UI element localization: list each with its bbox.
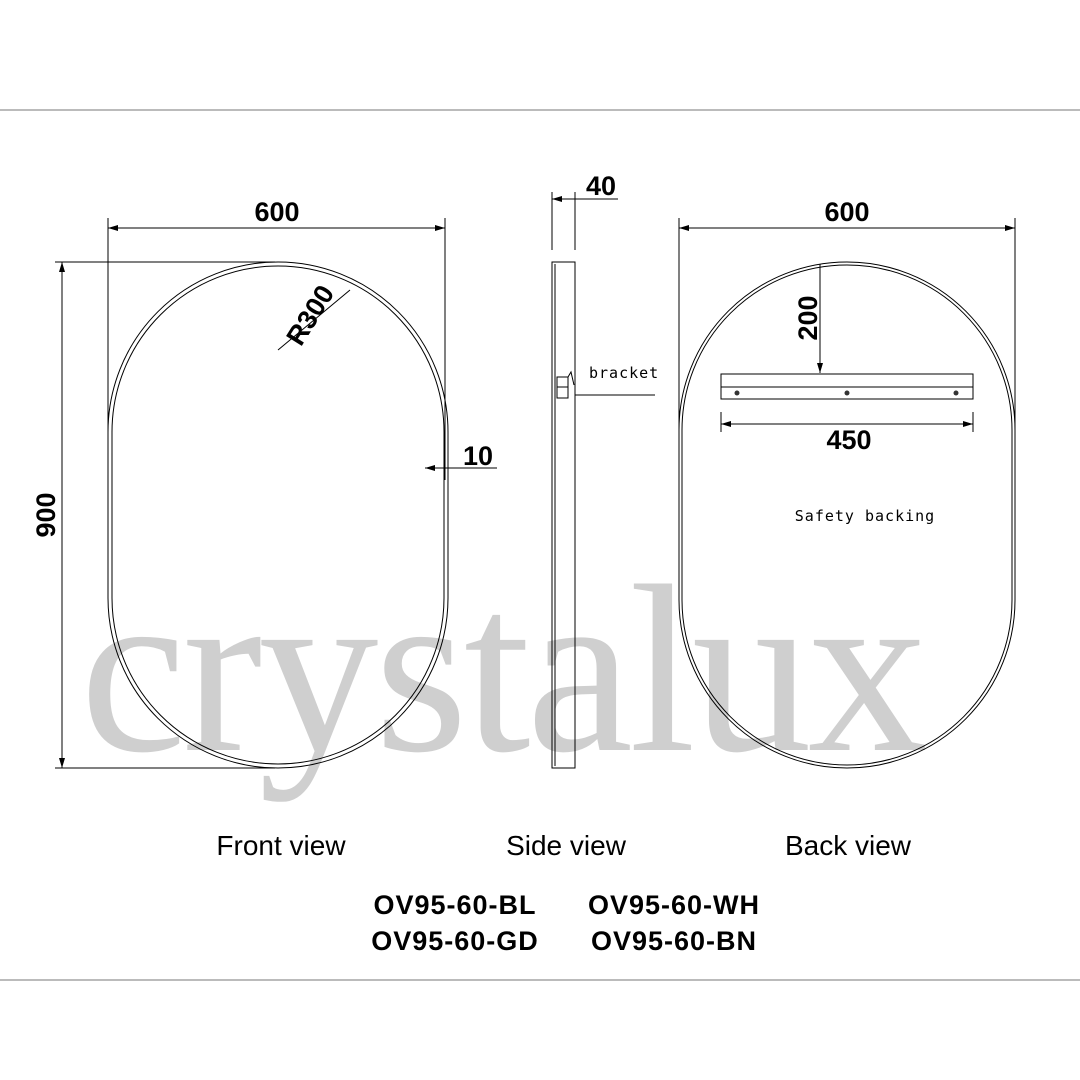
model-code: OV95-60-WH bbox=[588, 890, 760, 920]
side-view-caption: Side view bbox=[506, 830, 627, 861]
back-outer-frame bbox=[678, 261, 1016, 769]
frame-width-label: 10 bbox=[463, 441, 493, 471]
back-width-label: 600 bbox=[824, 197, 869, 227]
screw-icon bbox=[844, 390, 850, 396]
back-view: 600 200 450 Safety backing bbox=[678, 197, 1016, 769]
back-view-caption: Back view bbox=[785, 830, 912, 861]
model-code: OV95-60-BN bbox=[591, 926, 757, 956]
bracket-label: bracket bbox=[589, 364, 659, 382]
side-view: 40 bracket bbox=[551, 171, 659, 769]
screw-icon bbox=[734, 390, 740, 396]
screw-icon bbox=[953, 390, 959, 396]
bracket-length-label: 450 bbox=[826, 425, 871, 455]
model-code: OV95-60-GD bbox=[371, 926, 539, 956]
bracket-offset-label: 200 bbox=[793, 295, 823, 340]
watermark: crystalux bbox=[80, 536, 926, 802]
back-inner-frame bbox=[681, 264, 1013, 766]
front-height-label: 900 bbox=[31, 492, 61, 537]
front-view-caption: Front view bbox=[216, 830, 346, 861]
side-profile bbox=[551, 261, 576, 769]
depth-label: 40 bbox=[586, 171, 616, 201]
front-width-label: 600 bbox=[254, 197, 299, 227]
safety-backing-label: Safety backing bbox=[795, 507, 935, 525]
front-inner-frame bbox=[111, 265, 445, 765]
model-code: OV95-60-BL bbox=[373, 890, 536, 920]
radius-label: R300 bbox=[281, 280, 341, 351]
